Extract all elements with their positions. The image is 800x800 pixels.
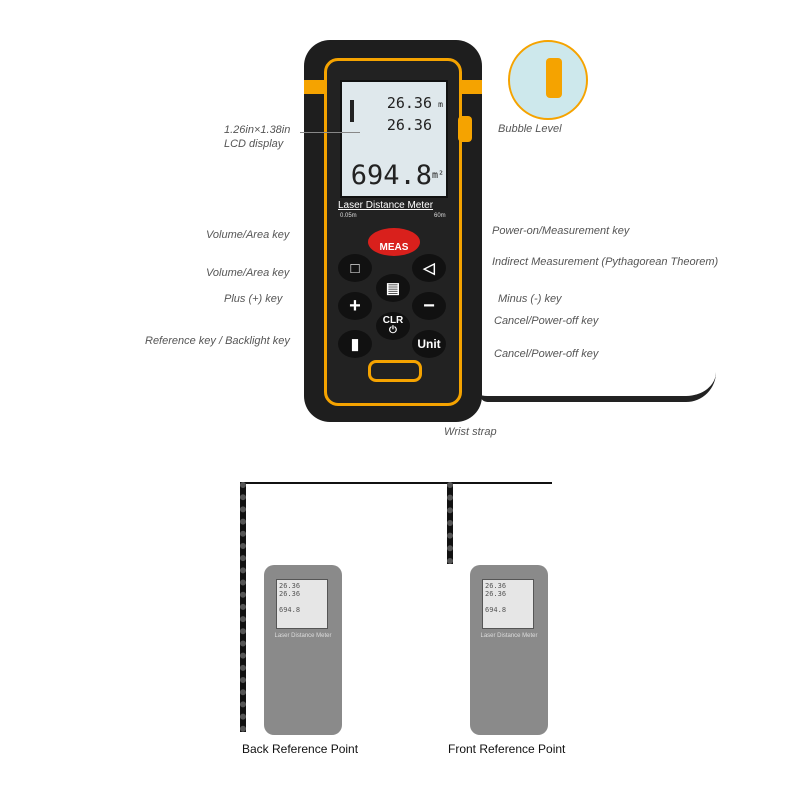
callout-wrist-strap: Wrist strap (444, 426, 497, 438)
indirect-measurement-button[interactable]: ◁ (412, 254, 446, 282)
callout-minus: Minus (-) key (498, 293, 562, 305)
lcd-display: 26.36 m 26.36 694.8 m² (340, 80, 448, 198)
meas-label: MEAS (379, 242, 409, 253)
minus-button[interactable]: − (412, 292, 446, 320)
brand-text: Laser Distance Meter (338, 200, 434, 211)
callout-reference: Reference key / Backlight key (145, 335, 290, 347)
lcd-unit: m (438, 100, 443, 109)
caption-front-reference: Front Reference Point (448, 742, 566, 756)
lcd-reading-2: 26.36 (386, 116, 432, 134)
clr-button[interactable]: CLR⏻ (376, 312, 410, 340)
callout-cancel-1: Cancel/Power-off key (494, 315, 599, 327)
ruler-middle (447, 482, 453, 564)
unit-button[interactable]: Unit (412, 330, 446, 358)
meas-button[interactable]: MEAS (368, 228, 420, 256)
reference-button[interactable]: ▮ (338, 330, 372, 358)
range-min: 0.05m (340, 213, 357, 219)
callout-cancel-2: Cancel/Power-off key (494, 348, 599, 360)
callout-volume-area-1: Volume/Area key (206, 229, 290, 241)
unit-label: Unit (417, 337, 441, 351)
wrist-strap (480, 372, 716, 402)
ruler-left (240, 482, 246, 732)
caption-back-reference: Back Reference Point (242, 742, 359, 756)
bubble-level-zoom (508, 40, 588, 120)
callout-volume-area-2: Volume/Area key (206, 267, 290, 279)
callout-power-on: Power-on/Measurement key (492, 225, 630, 237)
power-icon: ⏻ (389, 325, 397, 336)
callout-indirect: Indirect Measurement (Pythagorean Theore… (492, 256, 719, 268)
reference-indicator-icon (350, 100, 354, 122)
callout-plus: Plus (+) key (224, 293, 283, 305)
callout-lcd: 1.26in×1.38in LCD display (224, 124, 291, 150)
ruler-top (240, 482, 552, 484)
area-button[interactable]: ▤ (376, 274, 410, 302)
callout-bubble-level: Bubble Level (498, 123, 562, 135)
bubble-level-window (458, 116, 472, 142)
bottom-notch (368, 360, 422, 382)
clr-label: CLR (382, 315, 404, 326)
range-max: 60m (434, 213, 446, 219)
lcd-reading-1: 26.36 (386, 94, 432, 112)
plus-button[interactable]: + (338, 292, 372, 320)
lcd-main-unit: m² (431, 170, 444, 181)
lcd-main-reading: 694.8 (350, 160, 432, 191)
volume-area-button[interactable]: □ (338, 254, 372, 282)
